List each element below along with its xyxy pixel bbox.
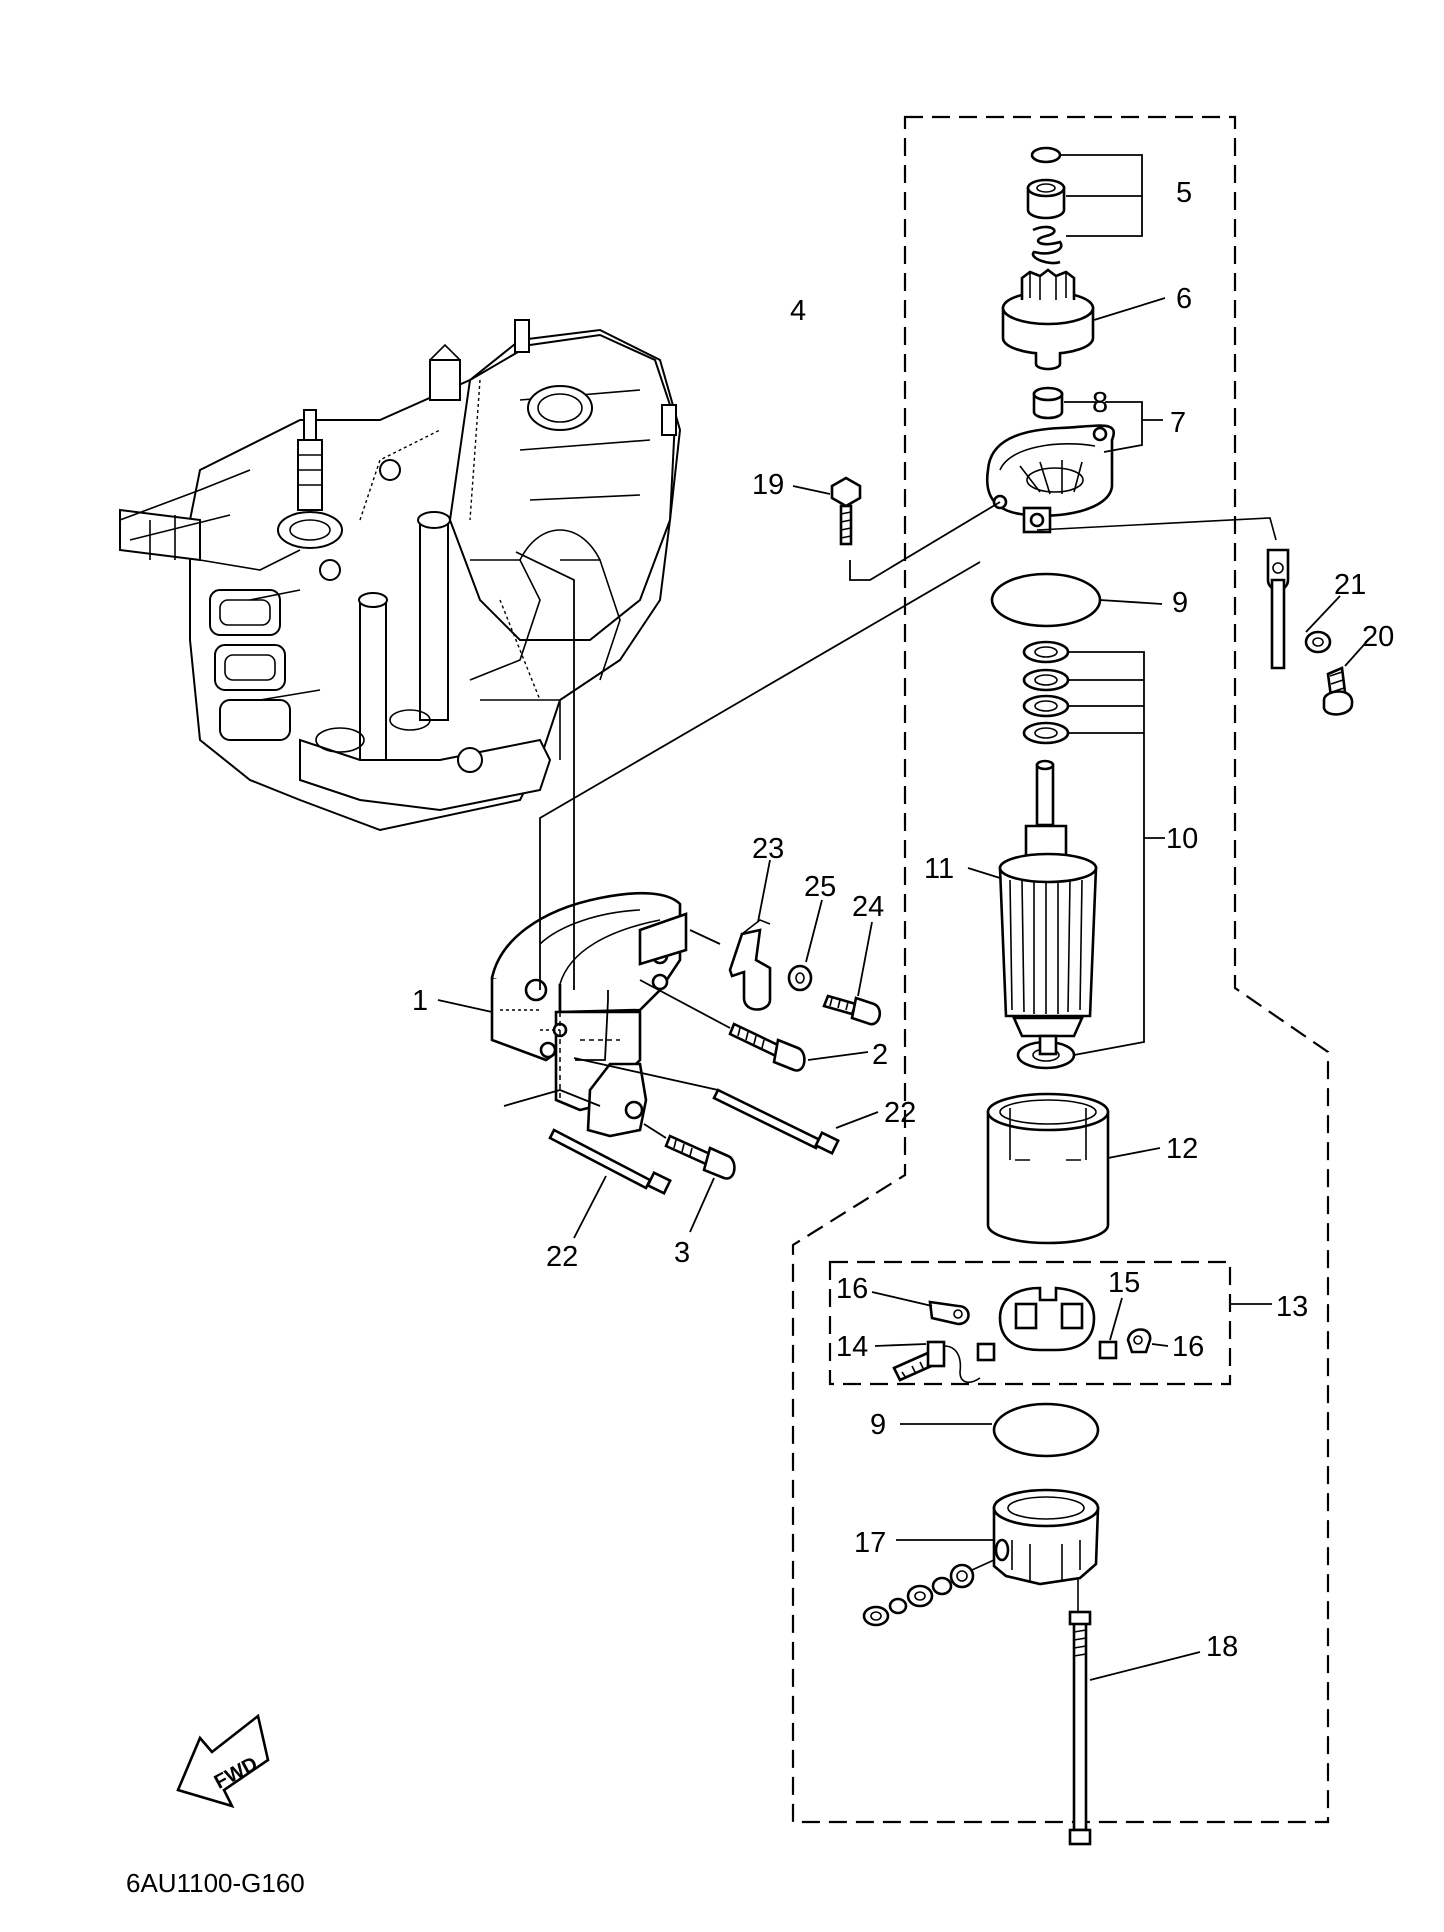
callout-7: 7 [1170, 407, 1186, 439]
part-6-pinion-drive [1001, 268, 1095, 371]
callout-22-left: 22 [546, 1241, 578, 1273]
part-16-brush-terminal-right [1126, 1328, 1152, 1354]
leader-22-right [835, 1111, 879, 1129]
leader-23 [757, 859, 771, 923]
callout-21: 21 [1334, 569, 1366, 601]
callout-16-right: 16 [1172, 1331, 1204, 1363]
part-16-brush-terminal-left [928, 1300, 970, 1326]
link-3 [643, 1123, 667, 1139]
callout-9-upper: 9 [1172, 587, 1188, 619]
part-3-bolt [664, 1134, 736, 1180]
leader-18 [1089, 1651, 1201, 1681]
link-23 [689, 929, 721, 945]
callout-15: 15 [1108, 1267, 1140, 1299]
leader-14 [874, 1343, 927, 1347]
leader-6 [1093, 297, 1166, 321]
callout-3: 3 [674, 1237, 690, 1269]
part-18-through-bolt [1068, 1578, 1092, 1846]
fwd-direction-arrow: FWD [176, 1713, 270, 1809]
leader-2 [807, 1051, 869, 1061]
callout-9-lower: 9 [870, 1409, 886, 1441]
callout-13: 13 [1276, 1291, 1308, 1323]
callout-24: 24 [852, 891, 884, 923]
part-9-o-ring-lower [992, 1402, 1100, 1458]
callout-20: 20 [1362, 621, 1394, 653]
leader-20 [1344, 637, 1371, 667]
diagram-code: 6AU1100-G160 [126, 1868, 305, 1898]
callout-18: 18 [1206, 1631, 1238, 1663]
callout-4: 4 [790, 295, 806, 327]
callout-2: 2 [872, 1039, 888, 1071]
part-9-o-ring-upper [990, 572, 1102, 628]
part-7-front-bracket [985, 424, 1115, 534]
link-2 [639, 979, 731, 1029]
leader-9-upper [1099, 599, 1163, 605]
starter-assembly-boundary [791, 115, 1330, 1824]
callout-16-left: 16 [836, 1273, 868, 1305]
leader-24 [857, 921, 873, 997]
part-21-washer [1304, 630, 1332, 654]
callout-1: 1 [412, 985, 428, 1017]
leader-10 [1068, 651, 1165, 1056]
callout-22-right: 22 [884, 1097, 916, 1129]
link-22 [503, 1057, 719, 1107]
callout-14: 14 [836, 1331, 868, 1363]
part-5-pinion-stop-set [1026, 146, 1066, 265]
callout-19: 19 [752, 469, 784, 501]
leader-15 [1109, 1297, 1123, 1341]
callout-17: 17 [854, 1527, 886, 1559]
callout-23: 23 [752, 833, 784, 865]
part-19-bolt [830, 476, 862, 546]
part-24-bolt [822, 994, 882, 1026]
part-14-screw [892, 1340, 996, 1384]
leader-5 [1060, 154, 1143, 237]
part-22-cable-tie-left [548, 1128, 672, 1195]
callout-11: 11 [924, 853, 954, 885]
part-22-cable-tie-right [712, 1088, 840, 1155]
part-1-starter-bracket [490, 891, 688, 1138]
callout-10: 10 [1166, 823, 1198, 855]
callout-6: 6 [1176, 283, 1192, 315]
part-15-brush [1098, 1340, 1118, 1360]
part-17-nut-washer-set [862, 1559, 995, 1627]
callout-8: 8 [1092, 387, 1108, 419]
mount-line-center [515, 551, 575, 990]
link-19-to-bracket [849, 501, 1001, 581]
part-wire-terminal [1036, 517, 1290, 670]
leader-16-right [1151, 1343, 1169, 1347]
leader-16-left [871, 1291, 933, 1307]
part-23-clip [728, 919, 772, 1011]
mount-line-bracket [575, 990, 609, 1061]
part-11-armature [998, 759, 1098, 1056]
callout-25: 25 [804, 871, 836, 903]
callout-12: 12 [1166, 1133, 1198, 1165]
part-20-bolt [1322, 666, 1354, 716]
leader-19 [792, 485, 831, 495]
callout-5: 5 [1176, 177, 1192, 209]
part-17-rear-bracket [992, 1488, 1100, 1586]
callout-labels: 1 2 3 4 5 6 7 8 9 9 10 11 12 13 14 15 16… [412, 177, 1394, 1663]
mount-line-left [539, 561, 981, 990]
part-2-bolt [728, 1022, 806, 1072]
leader-22-left [573, 1175, 607, 1239]
leader-11 [967, 867, 1001, 879]
part-12-yoke [986, 1092, 1110, 1245]
leader-7 [1103, 401, 1163, 453]
leader-1 [437, 999, 493, 1013]
part-13-brush-holder [998, 1286, 1096, 1352]
engine-block-illustration [119, 319, 682, 832]
part-25-washer [787, 964, 813, 992]
leader-12 [1107, 1147, 1161, 1159]
part-8-bushing [1032, 386, 1064, 420]
leader-21 [1305, 595, 1341, 633]
leader-25 [805, 899, 823, 963]
leader-3 [689, 1177, 715, 1233]
brush-holder-boundary [828, 1260, 1232, 1386]
